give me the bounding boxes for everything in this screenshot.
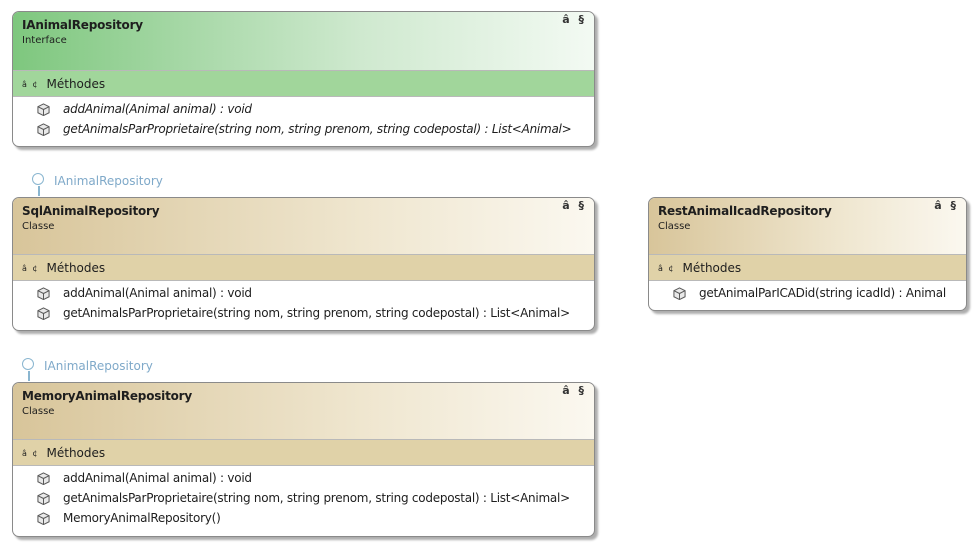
member-signature: getAnimalParICADid(string icadId) : Anim… — [699, 286, 946, 300]
methods-section-label: Méthodes — [46, 76, 106, 91]
class-box-header: SqlAnimalRepository Classe â§ — [13, 198, 594, 254]
method-cube-icon — [37, 512, 50, 525]
method-cube-icon — [37, 472, 50, 485]
section-toggle-icon[interactable]: â¢ — [22, 80, 38, 89]
member-signature: addAnimal(Animal animal) : void — [63, 102, 252, 116]
interface-lollipop-icon — [22, 358, 34, 370]
class-box-sqlanimalrepository[interactable]: SqlAnimalRepository Classe â§ â¢ Métho… — [12, 197, 595, 331]
class-box-title: RestAnimalIcadRepository — [658, 204, 832, 218]
method-cube-icon — [37, 123, 50, 136]
member-list: addAnimal(Animal animal) : void getAnima… — [13, 466, 594, 532]
member-row[interactable]: addAnimal(Animal animal) : void — [13, 99, 594, 119]
class-box-title: MemoryAnimalRepository — [22, 389, 193, 403]
methods-section-header[interactable]: â¢ Méthodes — [649, 254, 966, 281]
class-box-header: RestAnimalIcadRepository Classe â§ — [649, 198, 966, 254]
lollipop-stem — [38, 186, 40, 196]
member-signature: getAnimalsParProprietaire(string nom, st… — [63, 122, 572, 136]
class-box-kind: Classe — [658, 221, 691, 232]
methods-section-header[interactable]: â¢ Méthodes — [13, 439, 594, 466]
methods-section-label: Méthodes — [46, 260, 106, 275]
methods-section-header[interactable]: â¢ Méthodes — [13, 70, 594, 97]
section-toggle-icon[interactable]: â¢ — [22, 449, 38, 458]
method-cube-icon — [37, 287, 50, 300]
methods-section-label: Méthodes — [682, 260, 742, 275]
class-box-title: SqlAnimalRepository — [22, 204, 160, 218]
member-row[interactable]: getAnimalsParProprietaire(string nom, st… — [13, 303, 594, 323]
method-cube-icon — [37, 103, 50, 116]
section-toggle-icon[interactable]: â¢ — [22, 264, 38, 273]
member-row[interactable]: addAnimal(Animal animal) : void — [13, 468, 594, 488]
class-box-restanimalicadrepository[interactable]: RestAnimalIcadRepository Classe â§ â¢ … — [648, 197, 967, 311]
class-box-kind: Classe — [22, 406, 55, 417]
interface-box-header: IAnimalRepository Interface â§ — [13, 12, 594, 70]
member-row[interactable]: getAnimalParICADid(string icadId) : Anim… — [649, 283, 966, 303]
method-cube-icon — [37, 492, 50, 505]
methods-section-label: Méthodes — [46, 445, 106, 460]
member-signature: getAnimalsParProprietaire(string nom, st… — [63, 491, 570, 505]
interface-lollipop-icon — [32, 173, 44, 185]
member-row[interactable]: MemoryAnimalRepository() — [13, 508, 594, 528]
methods-section-header[interactable]: â¢ Méthodes — [13, 254, 594, 281]
class-box-memoryanimalrepository[interactable]: MemoryAnimalRepository Classe â§ â¢ Mé… — [12, 382, 595, 537]
member-list: getAnimalParICADid(string icadId) : Anim… — [649, 281, 966, 307]
interface-box-title: IAnimalRepository — [22, 18, 143, 32]
member-list: addAnimal(Animal animal) : void getAnima… — [13, 281, 594, 327]
section-toggle-icon[interactable]: â¢ — [658, 264, 674, 273]
member-row[interactable]: addAnimal(Animal animal) : void — [13, 283, 594, 303]
class-box-header: MemoryAnimalRepository Classe â§ — [13, 383, 594, 439]
collapse-chevron-icon[interactable]: â§ — [934, 199, 956, 212]
method-cube-icon — [673, 287, 686, 300]
interface-box-kind: Interface — [22, 35, 67, 46]
collapse-chevron-icon[interactable]: â§ — [562, 199, 584, 212]
collapse-chevron-icon[interactable]: â§ — [562, 13, 584, 26]
member-signature: addAnimal(Animal animal) : void — [63, 286, 252, 300]
member-signature: getAnimalsParProprietaire(string nom, st… — [63, 306, 570, 320]
lollipop-stem — [28, 371, 30, 381]
interface-box-ianimalrepository[interactable]: IAnimalRepository Interface â§ â¢ Méth… — [12, 11, 595, 147]
member-signature: addAnimal(Animal animal) : void — [63, 471, 252, 485]
implemented-interface-label[interactable]: IAnimalRepository — [44, 359, 153, 373]
member-signature: MemoryAnimalRepository() — [63, 511, 221, 525]
member-row[interactable]: getAnimalsParProprietaire(string nom, st… — [13, 119, 594, 139]
member-row[interactable]: getAnimalsParProprietaire(string nom, st… — [13, 488, 594, 508]
class-box-kind: Classe — [22, 221, 55, 232]
collapse-chevron-icon[interactable]: â§ — [562, 384, 584, 397]
method-cube-icon — [37, 307, 50, 320]
implemented-interface-label[interactable]: IAnimalRepository — [54, 174, 163, 188]
member-list: addAnimal(Animal animal) : void getAnima… — [13, 97, 594, 143]
